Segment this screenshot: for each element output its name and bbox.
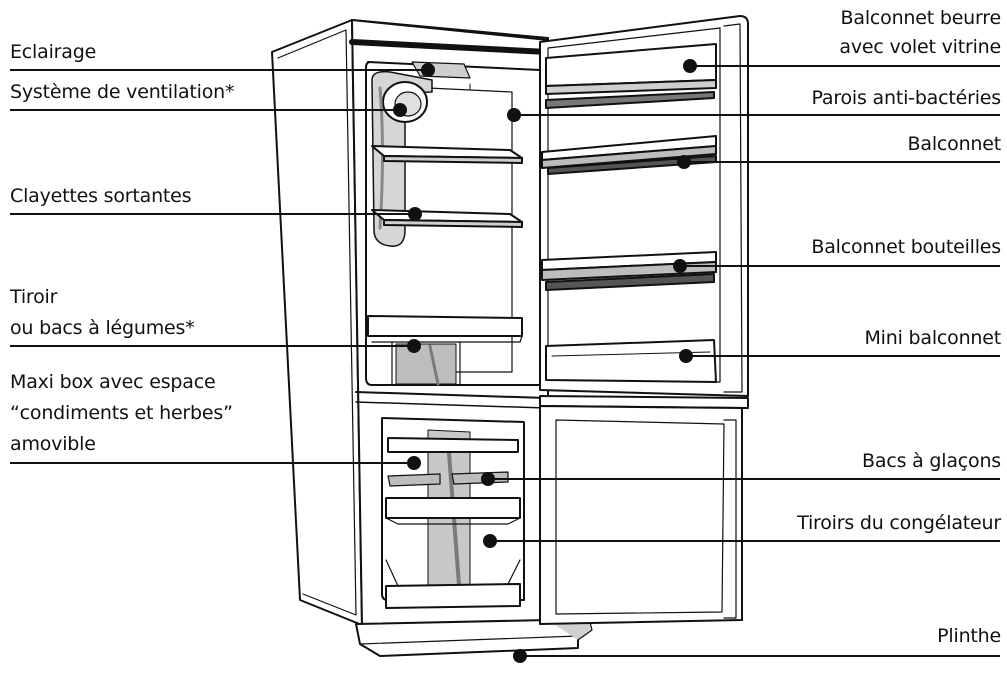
label-beurre-line2: avec volet vitrine [839,36,1001,58]
dot-tiroirs-cong [483,534,497,548]
label-tiroir-line2: ou bacs à légumes* [10,317,195,339]
dot-bouteilles [673,259,687,273]
label-plinthe: Plinthe [937,625,1001,647]
dot-balconnet [677,155,691,169]
label-clayettes: Clayettes sortantes [10,185,192,207]
dot-mini [679,349,693,363]
label-glacons: Bacs à glaçons [862,450,1001,472]
label-eclairage: Eclairage [10,41,97,63]
fridge-compartment [365,61,541,386]
label-tiroirs-cong: Tiroirs du congélateur [797,512,1001,534]
label-bouteilles: Balconnet bouteilles [811,236,1001,258]
dot-tiroir [407,339,421,353]
label-maxibox-line2: “condiments et herbes” [10,402,233,424]
label-balconnet: Balconnet [907,133,1002,155]
dot-maxibox [407,456,421,470]
leader-lines [10,59,1000,663]
dot-eclairage [421,63,435,77]
dot-parois [507,108,521,122]
label-ventilation: Système de ventilation* [10,81,235,103]
dot-clayettes [408,207,422,221]
label-parois: Parois anti-bactéries [811,87,1001,109]
dot-ventilation [393,103,407,117]
label-mini: Mini balconnet [864,327,1001,349]
label-tiroir-line1: Tiroir [10,286,58,308]
dot-glacons [481,472,495,486]
label-maxibox-line1: Maxi box avec espace [10,371,216,393]
label-beurre-line1: Balconnet beurre [840,7,1002,29]
dot-plinthe [513,649,527,663]
fridge-door [539,15,749,397]
freezer-door [539,395,749,625]
dot-beurre [683,59,697,73]
label-maxibox-line3: amovible [10,433,96,455]
freezer-compartment [381,417,525,609]
